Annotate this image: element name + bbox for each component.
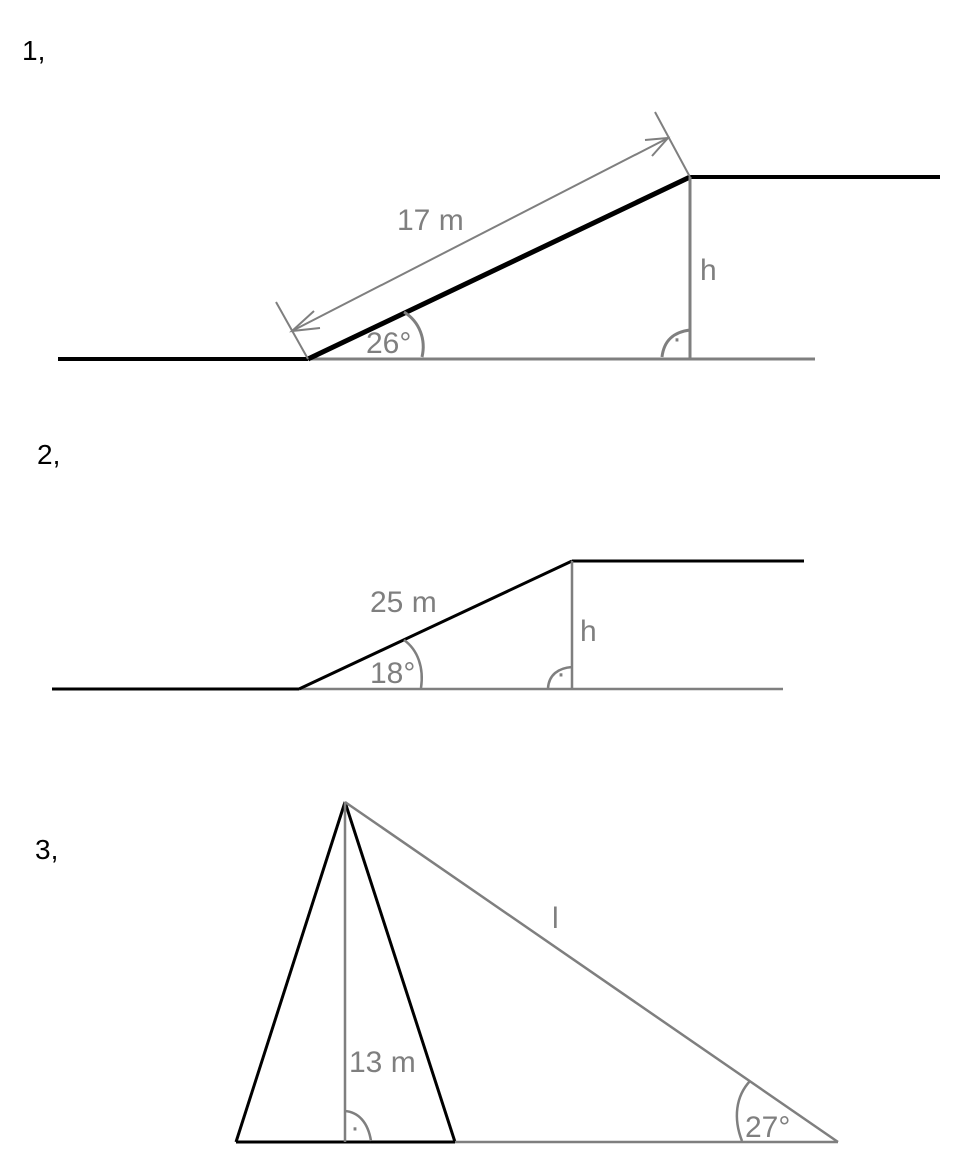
problem-1-number: 1, xyxy=(22,35,45,66)
problem-3: 3, · l 13 m 27° xyxy=(35,800,839,1144)
right-angle-arc xyxy=(546,665,573,689)
angle-label: 26° xyxy=(366,327,411,360)
dimension-arrow-right xyxy=(644,136,671,157)
right-angle-arc xyxy=(660,328,691,358)
right-angle-dot: · xyxy=(350,1111,360,1144)
length-label: 25 m xyxy=(370,586,437,619)
angle-label: 27° xyxy=(745,1111,790,1144)
dimension-arrow-left xyxy=(289,310,321,333)
angle-label: 18° xyxy=(370,657,415,690)
tower-left-edge xyxy=(234,801,347,1143)
ramp-line xyxy=(298,559,573,691)
angle-arc xyxy=(735,1080,751,1142)
hypotenuse-line xyxy=(344,800,839,1144)
height-label: h xyxy=(580,615,597,648)
hypotenuse-label: l xyxy=(552,902,559,935)
right-angle-dot: · xyxy=(556,657,566,690)
angle-arc xyxy=(403,310,425,358)
problem-2-number: 2, xyxy=(37,439,60,470)
dimension-line xyxy=(291,137,669,332)
right-angle-dot: · xyxy=(672,322,682,355)
angle-arc xyxy=(403,638,423,689)
height-label: 13 m xyxy=(349,1046,416,1079)
right-angle-arc xyxy=(344,1109,373,1142)
length-label: 17 m xyxy=(397,204,464,237)
problem-1: 1, · 17 m 26° h xyxy=(22,35,940,362)
dimension-extension-right xyxy=(654,111,691,178)
problem-2: 2, · 25 m 18° h xyxy=(37,439,804,691)
tower-right-edge xyxy=(343,801,457,1143)
problem-3-number: 3, xyxy=(35,834,58,865)
ramp-line xyxy=(306,174,692,362)
height-label: h xyxy=(700,254,717,287)
